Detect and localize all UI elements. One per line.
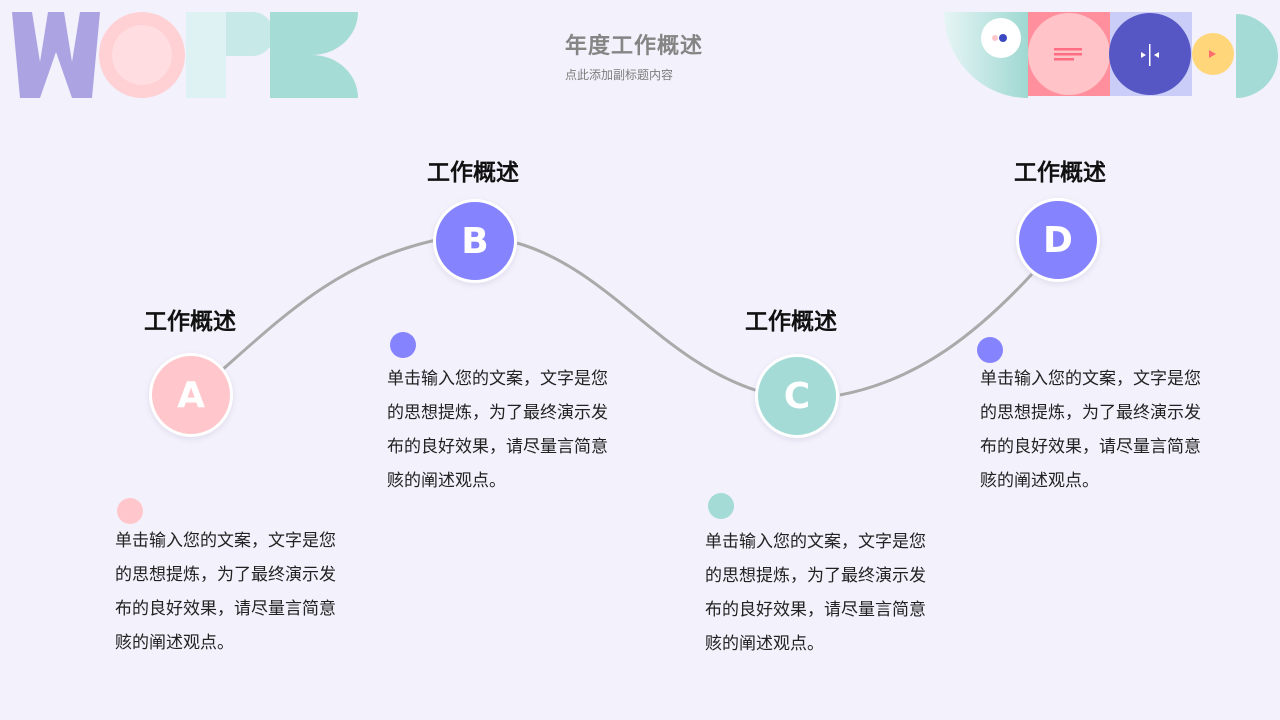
step-b-description[interactable]: 单击输入您的文案，文字是您的思想提炼，为了最终演示发布的良好效果，请尽量言简意赅… xyxy=(387,369,608,491)
page-title: 年度工作概述 xyxy=(565,34,704,59)
step-d-dot xyxy=(977,337,1003,363)
step-a-description[interactable]: 单击输入您的文案，文字是您的思想提炼，为了最终演示发布的良好效果，请尽量言简意赅… xyxy=(115,531,336,653)
step-d-description[interactable]: 单击输入您的文案，文字是您的思想提炼，为了最终演示发布的良好效果，请尽量言简意赅… xyxy=(980,369,1201,491)
media-decoration xyxy=(944,12,1278,98)
step-c-description[interactable]: 单击输入您的文案，文字是您的思想提炼，为了最终演示发布的良好效果，请尽量言简意赅… xyxy=(705,532,926,654)
step-a-heading: 工作概述 xyxy=(144,309,236,335)
curve-segment-b-c xyxy=(516,241,759,393)
step-c-heading: 工作概述 xyxy=(745,309,837,335)
step-d-node[interactable]: D xyxy=(1016,198,1100,282)
work-logo-decoration xyxy=(12,12,358,98)
curve-segment-a-b xyxy=(221,238,437,372)
curve-segment-c-d xyxy=(839,272,1034,397)
step-d-heading: 工作概述 xyxy=(1014,160,1106,186)
step-b-dot xyxy=(390,332,416,358)
step-a-dot xyxy=(117,498,143,524)
step-c-node[interactable]: C xyxy=(755,354,839,438)
step-a-node[interactable]: A xyxy=(149,353,233,437)
step-b-node[interactable]: B xyxy=(433,199,517,283)
page-subtitle[interactable]: 点此添加副标题内容 xyxy=(565,68,674,82)
step-b-heading: 工作概述 xyxy=(427,160,519,186)
step-c-dot xyxy=(708,493,734,519)
